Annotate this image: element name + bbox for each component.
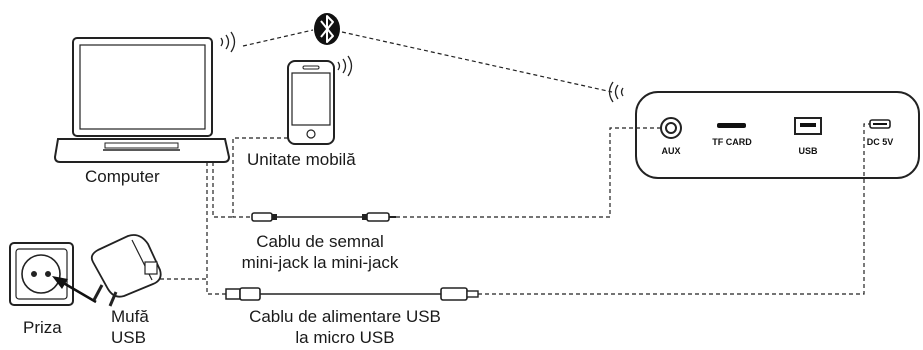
cable-routes <box>160 123 870 295</box>
usb-power-cable <box>225 287 479 301</box>
bluetooth-links <box>242 29 613 93</box>
computer-label: Computer <box>85 167 160 186</box>
usb-adapter <box>90 234 162 307</box>
outlet-label: Priza <box>23 318 62 337</box>
tf-card-port-label: TF CARD <box>712 137 752 147</box>
mobile-label: Unitate mobilă <box>247 150 356 169</box>
adapter-label-line1: Mufă <box>111 307 149 326</box>
wall-outlet <box>9 242 74 306</box>
audio-cable-label-line1: Cablu de semnal <box>256 232 384 251</box>
dc-port-icon <box>869 119 891 129</box>
laptop <box>53 37 231 163</box>
aux-port-label: AUX <box>661 146 681 156</box>
aux-port-icon <box>660 117 682 139</box>
plug-arrow-icon <box>52 276 97 304</box>
power-cable-label-line2: la micro USB <box>295 328 395 347</box>
bluetooth-icon <box>314 13 340 45</box>
speaker <box>635 91 920 179</box>
usb-port-icon <box>794 117 822 135</box>
power-cable-label-line1: Cablu de alimentare USB <box>249 307 441 326</box>
tf-card-port-icon <box>717 123 746 128</box>
signal-waves-icon <box>220 31 624 103</box>
dc-port-label: DC 5V <box>866 137 894 147</box>
audio-cable <box>251 212 396 222</box>
mobile-phone <box>287 60 335 145</box>
usb-port-label: USB <box>798 146 818 156</box>
audio-cable-label-line2: mini-jack la mini-jack <box>241 253 399 272</box>
adapter-label-line2: USB <box>111 328 146 347</box>
